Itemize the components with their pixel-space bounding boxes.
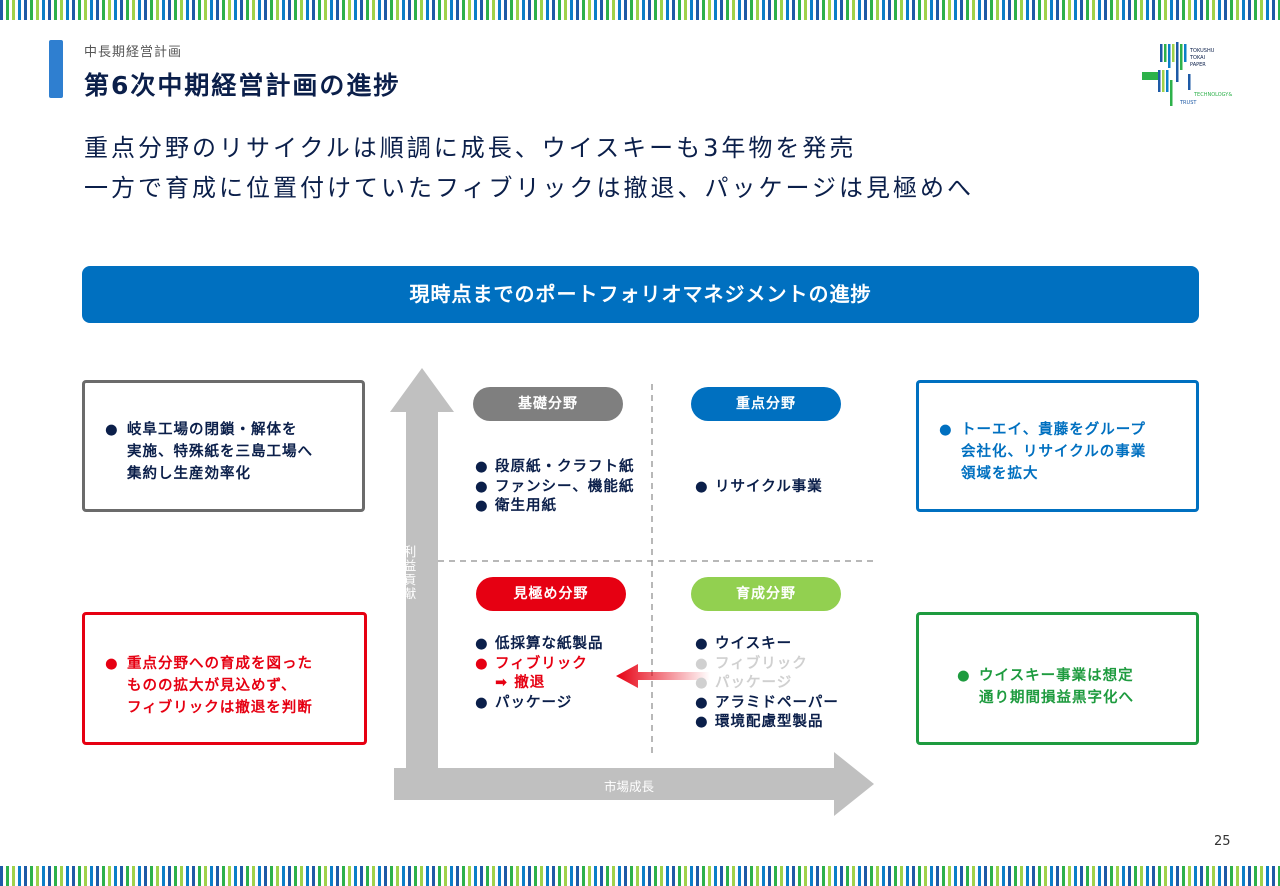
quadrant-basic-label: 基礎分野 <box>473 387 623 421</box>
bullet-icon: ● <box>695 655 709 672</box>
grow-items-list: ●ウイスキー ●フィブリック ●パッケージ ●アラミドペーパー ●環境配慮型製品 <box>695 635 839 733</box>
portfolio-matrix-axes <box>390 368 876 816</box>
box-blue-line-3: 領域を拡大 <box>961 466 1039 482</box>
whisky-profit-note-box: ● ウイスキー事業は想定 通り期間損益黒字化へ <box>916 612 1199 745</box>
bullet-icon: ● <box>105 422 119 438</box>
box-green-line-2: 通り期間損益黒字化へ <box>979 690 1134 706</box>
list-item: ●パッケージ <box>475 694 604 714</box>
bullet-icon: ● <box>939 422 953 438</box>
list-item: ●ファンシー、機能紙 <box>475 478 635 498</box>
quadrant-assess-label: 見極め分野 <box>476 577 626 611</box>
x-axis-label: 市場成長 <box>604 779 655 794</box>
headline-line-1: 重点分野のリサイクルは順調に成長、ウイスキーも3年物を発売 <box>84 134 857 162</box>
bullet-icon: ● <box>695 694 709 711</box>
y-axis-label: 利益貢献 <box>403 544 417 601</box>
gifu-factory-note-box: ● 岐阜工場の閉鎖・解体を 実施、特殊紙を三島工場へ 集約し生産効率化 <box>82 380 365 512</box>
box-blue-line-1: トーエイ、貴藤をグループ <box>961 422 1146 438</box>
bullet-icon: ● <box>475 498 489 514</box>
list-item: ●段原紙・クラフト紙 <box>475 458 635 478</box>
box-red-line-3: フィブリックは撤退を判断 <box>127 700 313 716</box>
section-label: 中長期経営計画 <box>84 45 183 60</box>
focus-items-list: ●リサイクル事業 <box>695 478 823 498</box>
list-item: ●低採算な紙製品 <box>475 635 604 655</box>
bullet-icon: ● <box>475 655 489 672</box>
bullet-icon: ● <box>695 714 709 730</box>
box-green-line-1: ウイスキー事業は想定 <box>979 668 1134 684</box>
bullet-icon: ● <box>475 694 489 711</box>
basic-items-list: ●段原紙・クラフト紙 ●ファンシー、機能紙 ●衛生用紙 <box>475 458 635 517</box>
list-item: ●フィブリック <box>475 655 604 675</box>
company-logo: TOKUSHU TOKAI PAPER TECHNOLOGY& TRUST <box>1142 42 1232 106</box>
recycling-expansion-note-box: ● トーエイ、貴藤をグループ 会社化、リサイクルの事業 領域を拡大 <box>916 380 1199 512</box>
top-decorative-stripe <box>0 0 1280 20</box>
list-item: ●パッケージ <box>695 674 839 694</box>
list-item: ●ウイスキー <box>695 635 839 655</box>
logo-line-3: PAPER <box>1190 62 1206 68</box>
bullet-icon: ● <box>475 478 489 495</box>
bullet-icon: ● <box>695 675 709 691</box>
move-arrow-icon <box>616 664 710 688</box>
assess-items-list: ●低採算な紙製品 ●フィブリック ➡ 撤退 ●パッケージ <box>475 635 604 713</box>
list-item: ●環境配慮型製品 <box>695 713 839 733</box>
bullet-icon: ● <box>695 636 709 652</box>
bullet-icon: ● <box>695 479 709 495</box>
logo-line-1: TOKUSHU <box>1189 48 1215 54</box>
list-item: ●アラミドペーパー <box>695 694 839 714</box>
list-item: ➡ 撤退 <box>475 674 604 694</box>
withdrawal-arrow-text: ➡ 撤退 <box>495 675 546 691</box>
box-gray-line-1: 岐阜工場の閉鎖・解体を <box>127 422 298 438</box>
box-gray-line-3: 集約し生産効率化 <box>127 466 251 482</box>
x-axis-arrow <box>394 752 874 816</box>
headline-line-2: 一方で育成に位置付けていたフィブリックは撤退、パッケージは見極めへ <box>84 174 975 202</box>
bottom-decorative-stripe <box>0 866 1280 886</box>
box-red-line-2: ものの拡大が見込めず、 <box>127 678 297 694</box>
page-number: 25 <box>1214 834 1231 849</box>
bullet-icon: ● <box>105 656 119 672</box>
bullet-icon: ● <box>475 636 489 652</box>
list-item: ●フィブリック <box>695 655 839 675</box>
page-title: 第6次中期経営計画の進捗 <box>84 71 401 100</box>
title-accent-bar <box>49 40 63 98</box>
logo-tagline-1: TECHNOLOGY& <box>1193 92 1232 98</box>
list-item: ●衛生用紙 <box>475 497 635 517</box>
logo-bars-icon <box>1142 42 1191 106</box>
quadrant-grow-label: 育成分野 <box>691 577 841 611</box>
section-banner: 現時点までのポートフォリオマネジメントの進捗 <box>82 266 1199 323</box>
box-gray-line-2: 実施、特殊紙を三島工場へ <box>127 444 313 460</box>
logo-tagline-2: TRUST <box>1179 100 1197 106</box>
list-item: ●リサイクル事業 <box>695 478 823 498</box>
box-blue-line-2: 会社化、リサイクルの事業 <box>961 444 1147 460</box>
bullet-icon: ● <box>957 668 971 684</box>
box-red-line-1: 重点分野への育成を図った <box>127 656 313 672</box>
logo-line-2: TOKAI <box>1189 55 1205 61</box>
y-axis-arrow <box>390 368 454 800</box>
quadrant-focus-label: 重点分野 <box>691 387 841 421</box>
bullet-icon: ● <box>475 459 489 475</box>
fibric-withdrawal-note-box: ● 重点分野への育成を図った ものの拡大が見込めず、 フィブリックは撤退を判断 <box>82 612 367 745</box>
